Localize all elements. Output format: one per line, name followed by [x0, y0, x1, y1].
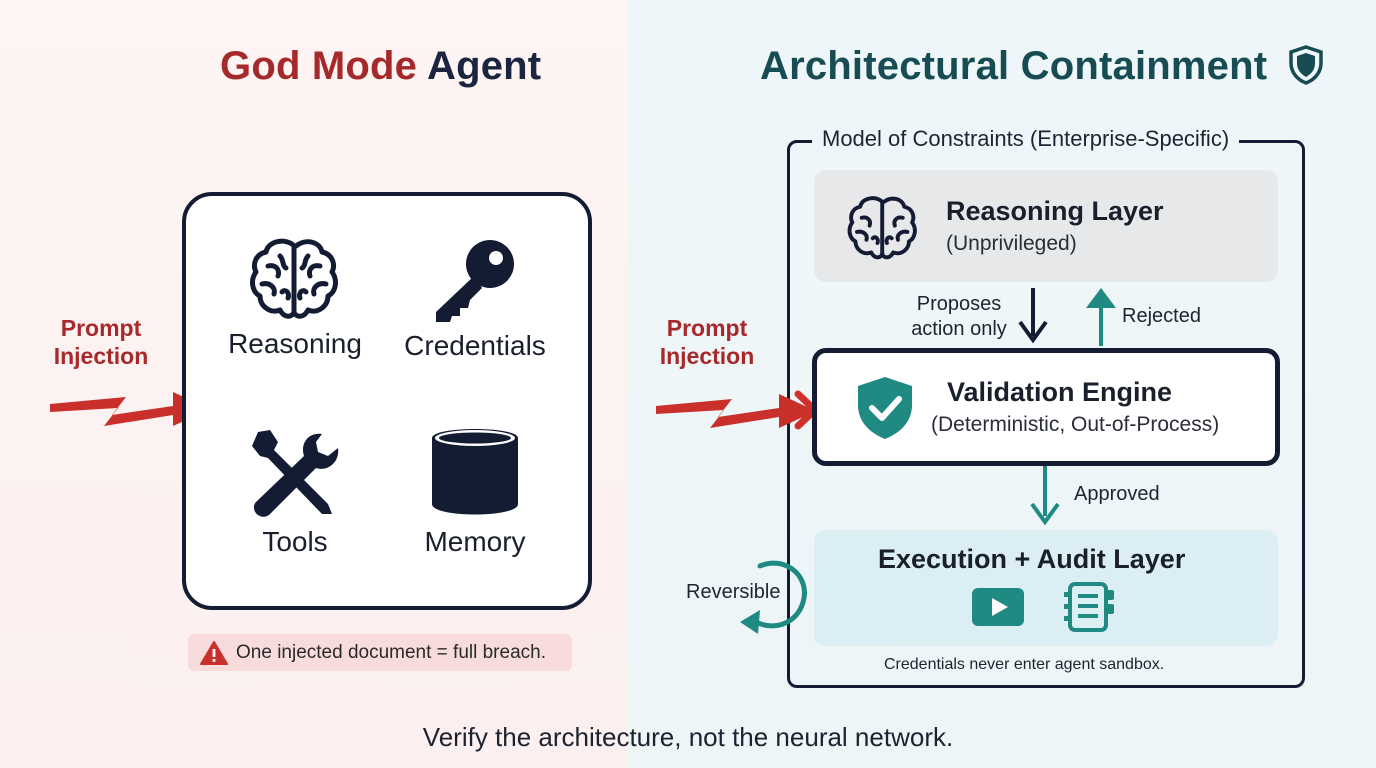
credentials-footnote: Credentials never enter agent sandbox.	[884, 656, 1165, 673]
proposes-label: Proposes action only	[911, 293, 1007, 340]
god-mode-agent-box	[182, 192, 592, 610]
arrow-down-icon	[1030, 466, 1060, 526]
reasoning-layer: Reasoning Layer (Unprivileged)	[814, 170, 1278, 282]
capability-tools: Tools	[200, 428, 390, 558]
database-icon	[432, 429, 518, 515]
tagline: Verify the architecture, not the neural …	[422, 722, 954, 752]
brain-icon	[250, 238, 338, 319]
reversible-arrow-icon	[740, 560, 807, 634]
reasoning-layer-title: Reasoning Layer	[946, 196, 1164, 226]
capability-memory: Memory	[380, 424, 570, 558]
audit-log-icon	[1064, 582, 1114, 632]
rejected-label: Rejected	[1122, 305, 1201, 327]
warning-icon	[200, 640, 228, 665]
reasoning-layer-subtitle: (Unprivileged)	[946, 232, 1077, 255]
breach-warning: One injected document = full breach.	[188, 634, 572, 671]
execution-audit-layer: Execution + Audit Layer	[814, 530, 1278, 646]
brain-icon	[847, 196, 917, 260]
key-icon	[436, 240, 514, 322]
capability-label: Memory	[424, 526, 526, 557]
containment-title: Architectural Containment	[760, 44, 1323, 89]
god-mode-title: God Mode Agent	[220, 44, 542, 88]
capability-label: Credentials	[404, 330, 546, 361]
validation-engine: Validation Engine (Deterministic, Out-of…	[812, 348, 1280, 466]
tools-icon	[252, 430, 339, 517]
play-icon	[972, 588, 1024, 626]
right-injection-bolt-icon	[656, 394, 816, 428]
arrow-up-icon	[1086, 288, 1116, 346]
approved-label: Approved	[1074, 483, 1160, 505]
validation-engine-title: Validation Engine	[947, 377, 1173, 407]
validation-engine-subtitle: (Deterministic, Out-of-Process)	[931, 413, 1220, 436]
constraints-label: Model of Constraints (Enterprise-Specifi…	[812, 126, 1240, 152]
capability-label: Tools	[262, 526, 328, 557]
capability-reasoning: Reasoning	[200, 236, 390, 360]
left-injection-bolt-icon	[50, 392, 210, 426]
left-injection-label: Prompt Injection	[53, 315, 149, 369]
arrow-down-icon	[1018, 288, 1048, 344]
right-injection-label: Prompt Injection	[659, 315, 755, 369]
shield-icon	[1288, 45, 1323, 86]
reversible-label: Reversible	[686, 581, 781, 603]
execution-layer-title: Execution + Audit Layer	[878, 544, 1186, 574]
capability-credentials: Credentials	[380, 236, 570, 362]
shield-check-icon	[858, 377, 912, 439]
capability-label: Reasoning	[228, 328, 362, 359]
